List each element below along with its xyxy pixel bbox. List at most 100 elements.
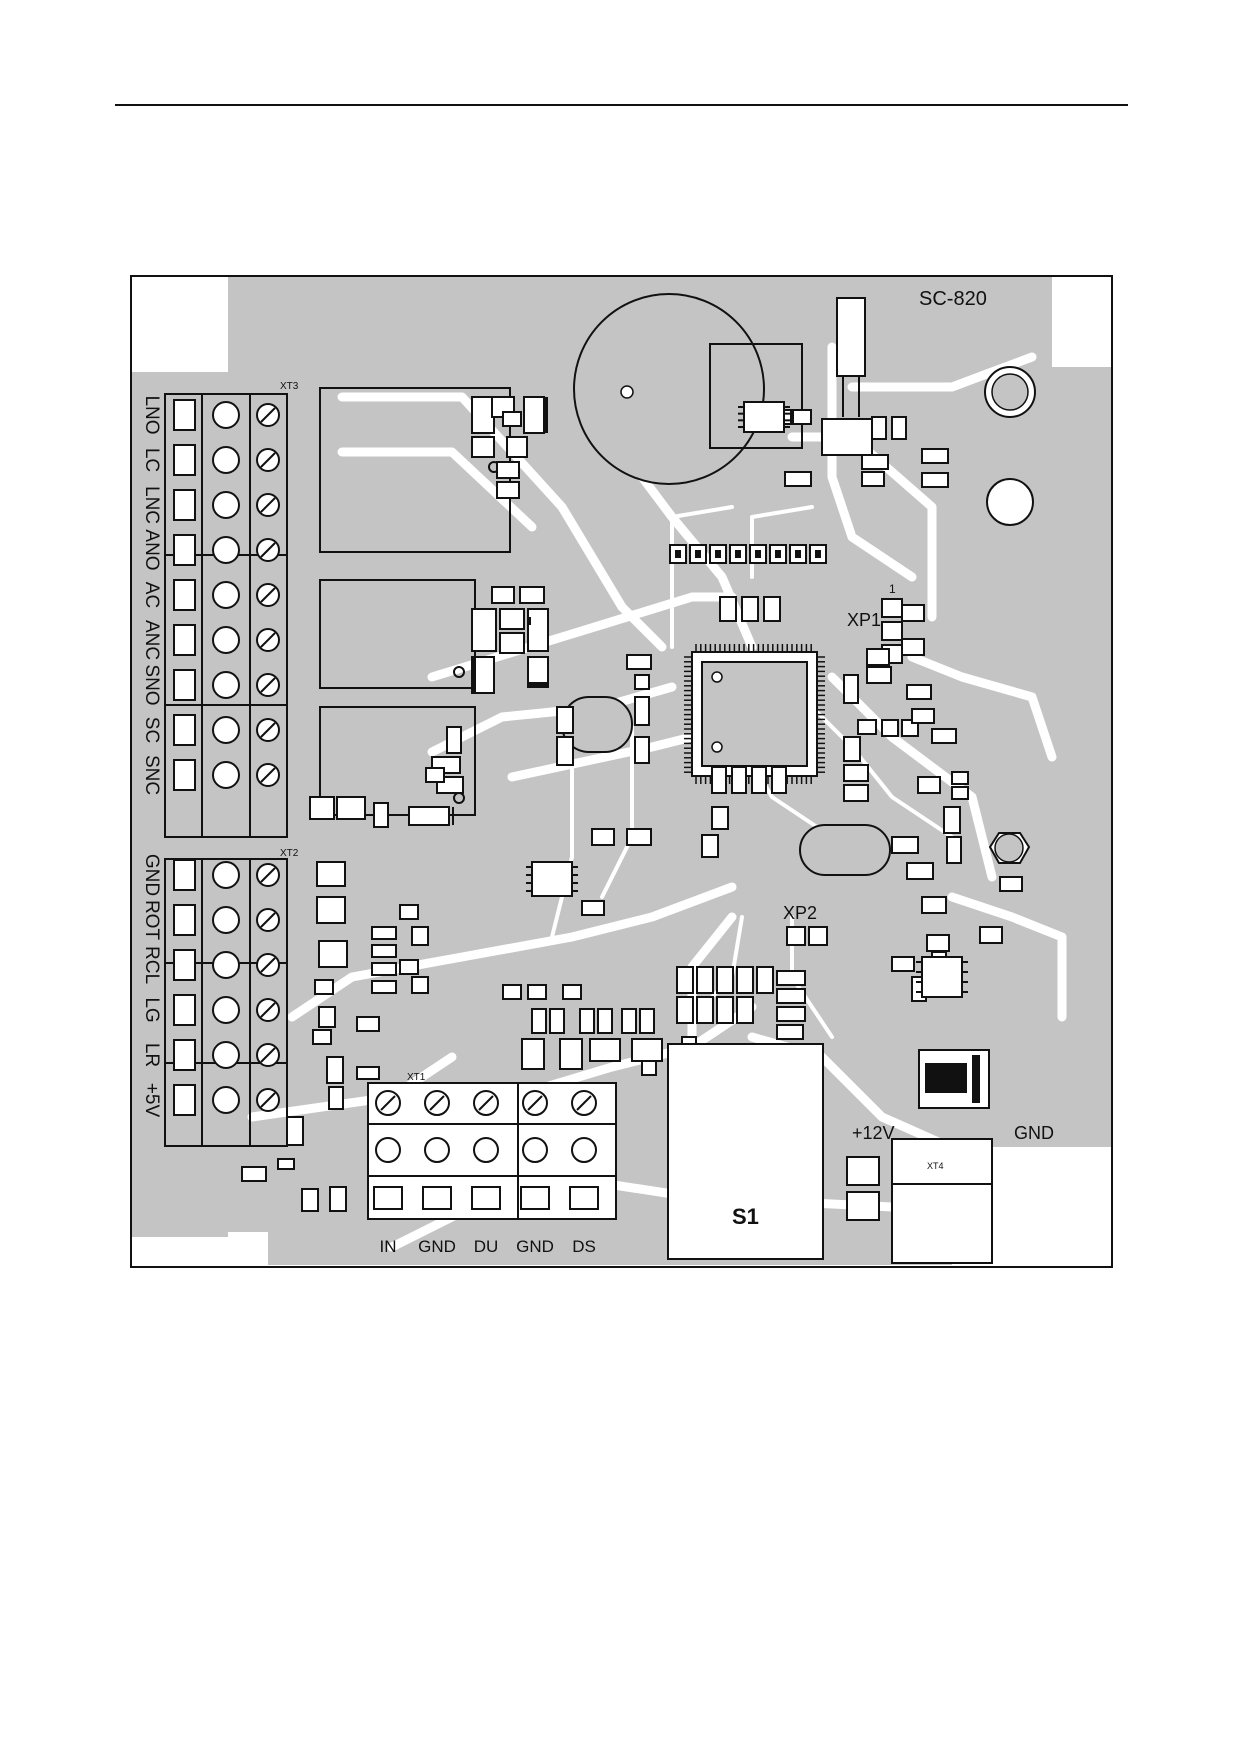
smd-component bbox=[519, 586, 545, 604]
sot-transistor bbox=[792, 409, 812, 425]
terminal-hole bbox=[212, 1086, 240, 1114]
terminal-pad bbox=[173, 579, 196, 611]
screw-slot bbox=[260, 677, 276, 693]
smd-component bbox=[696, 966, 714, 994]
polarity-mark bbox=[528, 682, 548, 686]
left-terminal-label: +5V bbox=[141, 1083, 162, 1118]
smd-component bbox=[921, 472, 949, 488]
smd-component bbox=[719, 596, 737, 622]
smd-component bbox=[521, 1038, 545, 1070]
smd-component bbox=[371, 962, 397, 976]
smd-component bbox=[776, 1024, 804, 1040]
smd-component bbox=[556, 736, 574, 766]
screw-slot bbox=[260, 867, 276, 883]
smd-component bbox=[326, 1056, 344, 1084]
soic-chip bbox=[531, 861, 573, 897]
header-pin bbox=[795, 550, 801, 558]
smd-component bbox=[328, 1086, 344, 1110]
left-terminal-label: SNC bbox=[141, 755, 162, 795]
screw-slot bbox=[527, 1095, 543, 1111]
sot-transistor bbox=[314, 979, 334, 995]
smd-component bbox=[917, 776, 941, 794]
smd-component bbox=[336, 796, 366, 820]
terminal-hole bbox=[212, 761, 240, 789]
smd-component bbox=[716, 996, 734, 1024]
smd-component bbox=[371, 944, 397, 958]
header-rule bbox=[115, 104, 1128, 106]
sot-transistor bbox=[312, 1029, 332, 1045]
terminal-pad bbox=[173, 949, 196, 981]
header-pin bbox=[675, 550, 681, 558]
smd-component bbox=[329, 1186, 347, 1212]
terminal-pad bbox=[173, 624, 196, 656]
smd-component bbox=[559, 1038, 583, 1070]
smd-component bbox=[411, 926, 429, 946]
xt1-label: XT1 bbox=[407, 1072, 426, 1083]
soic-chip bbox=[921, 956, 963, 998]
terminal-hole bbox=[473, 1137, 499, 1163]
smd-component bbox=[549, 1008, 565, 1034]
smd-component bbox=[277, 1158, 295, 1170]
terminal-block-bottom bbox=[367, 1082, 617, 1220]
screw-slot bbox=[260, 767, 276, 783]
smd-component bbox=[491, 586, 515, 604]
terminal-hole bbox=[212, 401, 240, 429]
screw-slot bbox=[260, 542, 276, 558]
header-pin bbox=[715, 550, 721, 558]
smd-component bbox=[776, 970, 806, 986]
screw-slot bbox=[429, 1095, 445, 1111]
bottom-terminal-label: DU bbox=[474, 1237, 499, 1256]
left-terminal-label: GND bbox=[141, 854, 162, 896]
screw-slot bbox=[260, 912, 276, 928]
terminal-pad bbox=[173, 669, 196, 701]
smd-component bbox=[731, 766, 747, 794]
left-terminal-label: SC bbox=[141, 717, 162, 743]
smd-component bbox=[318, 1006, 336, 1028]
s1-switch bbox=[667, 1043, 824, 1260]
smd-component bbox=[309, 796, 335, 820]
smd-component bbox=[866, 666, 892, 684]
screw-slot bbox=[260, 632, 276, 648]
screw-slot bbox=[260, 1092, 276, 1108]
smd-component bbox=[763, 596, 781, 622]
smd-component bbox=[356, 1066, 380, 1080]
sot-transistor bbox=[399, 959, 419, 975]
smd-component bbox=[316, 896, 346, 924]
screw-slot bbox=[260, 407, 276, 423]
smd-component bbox=[676, 996, 694, 1024]
header-pin bbox=[735, 550, 741, 558]
screw-slot bbox=[260, 722, 276, 738]
xt2-label: XT2 bbox=[280, 848, 299, 859]
smd-component bbox=[921, 896, 947, 914]
smd-component bbox=[471, 396, 495, 434]
left-terminal-label: LNC bbox=[141, 486, 162, 524]
smd-component bbox=[496, 461, 520, 479]
pcb-drawing: SC-820 XT3 XT2 XT1 XT4 XP1 1 XP2 S1 +12V… bbox=[132, 277, 1111, 1265]
smd-component bbox=[711, 766, 727, 794]
left-terminal-label: ANC bbox=[141, 620, 162, 660]
smd-component bbox=[356, 1016, 380, 1032]
pcb-layout-diagram: SC-820 XT3 XT2 XT1 XT4 XP1 1 XP2 S1 +12V… bbox=[130, 275, 1113, 1268]
left-terminal-label: SNO bbox=[141, 664, 162, 705]
left-terminal-label: ANO bbox=[141, 529, 162, 570]
smd-component bbox=[921, 448, 949, 464]
smd-component bbox=[906, 862, 934, 880]
smd-component bbox=[776, 988, 806, 1004]
smd-component bbox=[891, 836, 919, 854]
terminal-pad bbox=[173, 904, 196, 936]
terminal-pad bbox=[520, 1186, 550, 1210]
header-pin bbox=[755, 550, 761, 558]
smd-component bbox=[843, 674, 859, 704]
terminal-hole bbox=[212, 951, 240, 979]
smd-component bbox=[943, 806, 961, 834]
terminal-pad bbox=[173, 714, 196, 746]
smd-component bbox=[736, 996, 754, 1024]
smd-component bbox=[471, 436, 495, 458]
screw-slot bbox=[576, 1095, 592, 1111]
board-labels: SC-820 XT3 XT2 XT1 XT4 XP1 1 XP2 S1 +12V… bbox=[280, 288, 1054, 1229]
left-terminal-label: LNO bbox=[141, 395, 162, 434]
smd-component bbox=[756, 966, 774, 994]
smd-component bbox=[371, 980, 397, 994]
soic-chip bbox=[743, 401, 785, 433]
